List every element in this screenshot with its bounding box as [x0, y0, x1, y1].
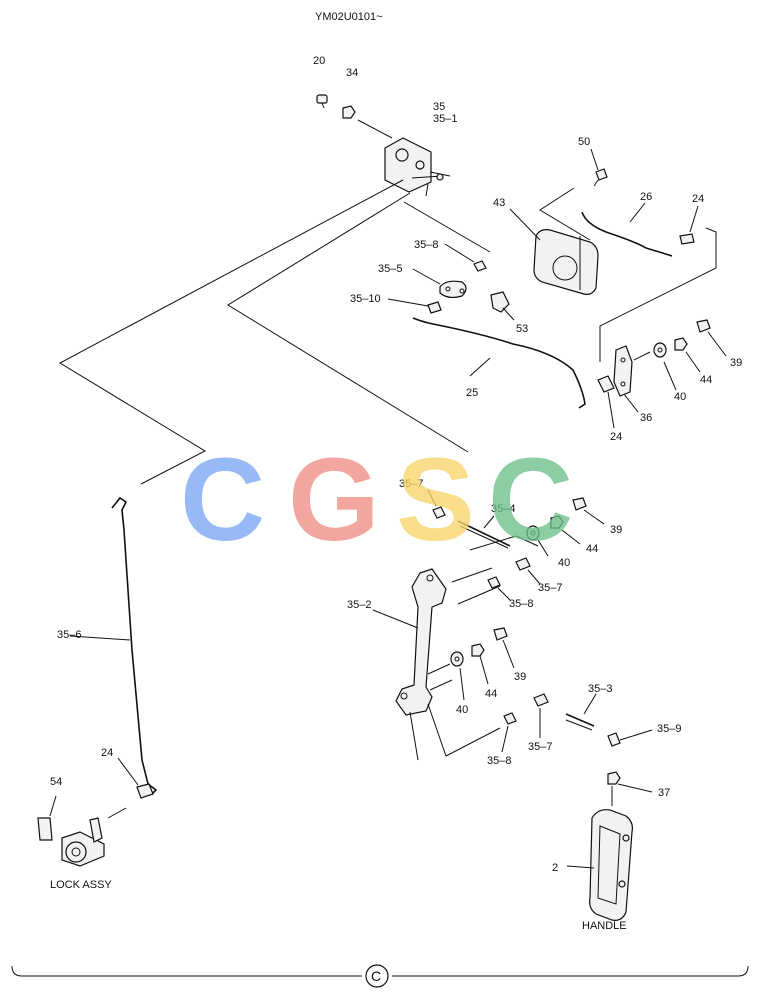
label-35: 35	[433, 101, 445, 113]
label-35-5: 35–5	[378, 263, 402, 275]
label-50: 50	[578, 136, 590, 148]
label-35-9: 35–9	[657, 723, 681, 735]
label-35-8-mid: 35–8	[509, 598, 533, 610]
pin-35-7-upper	[432, 506, 446, 519]
washer-40-low	[450, 651, 464, 667]
label-26: 26	[640, 191, 652, 203]
nut-44-mid	[550, 515, 564, 529]
label-43: 43	[493, 197, 505, 209]
watermark-letter-c1: C	[180, 434, 265, 566]
bolt-35-3	[565, 713, 595, 731]
pin-35-9	[607, 732, 621, 747]
clip-35-8-low	[503, 712, 517, 725]
label-35-7-upper: 35–7	[399, 478, 423, 490]
rod-35-6	[111, 496, 158, 795]
footer-section-letter: C	[371, 968, 381, 984]
watermark-letter-s: S	[396, 434, 475, 566]
clip-24-upper	[679, 233, 695, 245]
label-39-low: 39	[514, 671, 526, 683]
watermark-letter-g: G	[288, 434, 380, 566]
clip-24-lever	[597, 375, 615, 393]
diagram-code: YM02U0101~	[315, 11, 383, 23]
label-35-7-mid: 35–7	[538, 582, 562, 594]
label-44-low: 44	[485, 688, 497, 700]
caption-handle: HANDLE	[582, 920, 627, 932]
label-35-8-low: 35–8	[487, 755, 511, 767]
label-34: 34	[346, 67, 358, 79]
label-35-8-upper: 35–8	[414, 239, 438, 251]
label-35-10: 35–10	[350, 293, 381, 305]
label-35-7-low: 35–7	[528, 741, 552, 753]
lever-35-2	[395, 568, 447, 716]
label-20: 20	[313, 55, 325, 67]
nut-44-upper	[674, 337, 688, 351]
clip-24-rod	[136, 783, 154, 799]
pin-35-7-low	[533, 693, 549, 707]
label-35-6: 35–6	[57, 629, 81, 641]
label-39-mid: 39	[610, 524, 622, 536]
handle-2	[589, 809, 633, 921]
bolt-35-4	[457, 520, 511, 549]
washer-40-mid	[526, 525, 540, 541]
bolt-39-mid	[572, 497, 587, 511]
lever-36	[613, 345, 633, 397]
label-25: 25	[466, 387, 478, 399]
clip-35-10	[427, 301, 442, 314]
bolt-39-upper	[696, 319, 711, 333]
label-35-4: 35–4	[491, 503, 515, 515]
remote-box-43	[533, 229, 599, 295]
label-36: 36	[640, 412, 652, 424]
watermark-logo: C G S C	[180, 434, 573, 566]
watermark-letter-c2: C	[488, 434, 573, 566]
holder-53	[490, 291, 510, 313]
label-40-upper: 40	[674, 391, 686, 403]
label-35-3: 35–3	[588, 683, 612, 695]
label-24-rod: 24	[101, 747, 113, 759]
label-44-upper: 44	[700, 374, 712, 386]
caption-lock-assy: LOCK ASSY	[50, 879, 112, 891]
circled-letter-icon	[365, 964, 389, 988]
latch-35	[384, 137, 451, 193]
nut-37	[607, 771, 621, 785]
label-24-lever: 24	[610, 431, 622, 443]
label-35-2: 35–2	[347, 599, 371, 611]
label-37: 37	[658, 787, 670, 799]
label-2: 2	[552, 862, 558, 874]
nut-44-low	[471, 643, 485, 657]
bolt-39-low	[493, 627, 508, 641]
footer-bracket: C	[11, 964, 749, 988]
label-39-upper: 39	[730, 357, 742, 369]
bolt-50	[593, 168, 608, 187]
clip-35-8-mid	[487, 576, 501, 589]
nut-34	[342, 105, 356, 119]
label-54: 54	[50, 776, 62, 788]
label-35-1: 35–1	[433, 113, 457, 125]
label-24-upper: 24	[692, 193, 704, 205]
label-40-low: 40	[456, 704, 468, 716]
bolt-20	[316, 94, 328, 109]
plate-35-5	[439, 280, 467, 299]
rod-25	[412, 317, 586, 409]
clip-35-8-upper	[473, 260, 487, 272]
label-53: 53	[516, 323, 528, 335]
rod-26	[581, 211, 673, 257]
label-44-mid: 44	[586, 543, 598, 555]
lock-assy	[37, 817, 105, 867]
pin-35-7-mid	[515, 557, 531, 571]
washer-40-upper	[653, 342, 667, 358]
label-40-mid: 40	[558, 557, 570, 569]
